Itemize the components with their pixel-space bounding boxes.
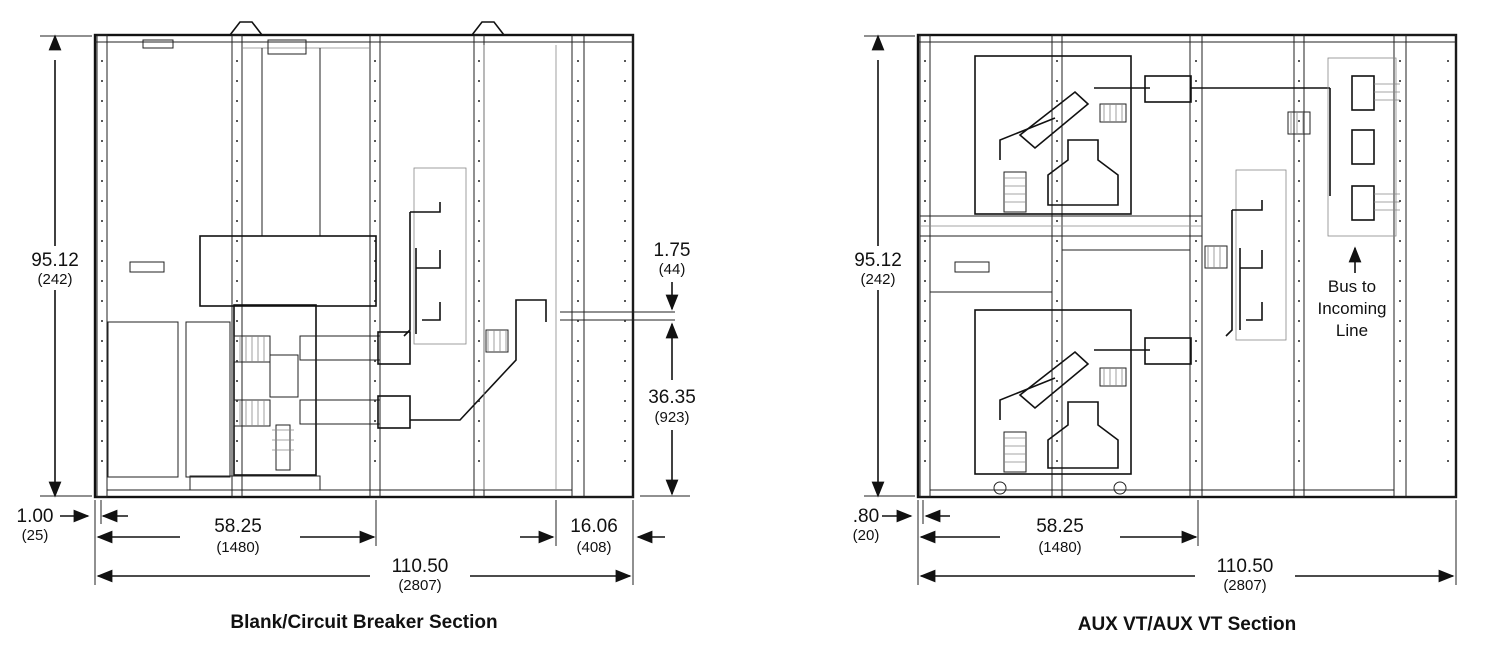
left-bus-height-inch: 36.35 <box>648 387 696 408</box>
right-bus-bars <box>1190 87 1331 341</box>
right-dimension-labels: 95.12 (242) .80 (20) 58.25 (1480) 110.50… <box>853 250 1387 635</box>
right-cabinet-outline <box>916 33 1458 499</box>
left-top-offset-mm: (44) <box>659 261 686 278</box>
left-breaker-insulators <box>233 331 411 471</box>
right-gap-inch: .80 <box>853 506 879 527</box>
right-height-mm: (242) <box>860 271 895 288</box>
left-overall-depth-mm: (2807) <box>398 577 441 594</box>
incoming-line-bushings <box>1327 57 1400 237</box>
left-section-caption: Blank/Circuit Breaker Section <box>230 612 497 633</box>
bus-note-line-3: Line <box>1336 321 1368 340</box>
right-height-inch: 95.12 <box>854 250 902 271</box>
left-top-offset-inch: 1.75 <box>654 240 691 261</box>
left-breaker-depth-mm: (1480) <box>216 539 259 556</box>
left-gap-inch: 1.00 <box>17 506 54 527</box>
right-gap-mm: (20) <box>853 527 880 544</box>
left-bus-height-mm: (923) <box>654 409 689 426</box>
left-cabinet-outline <box>93 21 675 499</box>
bus-note-line-2: Incoming <box>1318 299 1387 318</box>
left-gap-mm: (25) <box>22 527 49 544</box>
bus-note-line-1: Bus to <box>1328 277 1376 296</box>
left-height-inch: 95.12 <box>31 250 79 271</box>
right-section-caption: AUX VT/AUX VT Section <box>1078 614 1297 635</box>
left-overall-depth-inch: 110.50 <box>392 556 449 577</box>
left-post-perforations <box>101 60 626 480</box>
right-dimensions <box>864 34 1457 585</box>
left-rear-depth-inch: 16.06 <box>570 516 618 537</box>
left-dimension-labels: 95.12 (242) 1.00 (25) 58.25 (1480) 110.5… <box>17 240 696 633</box>
left-height-mm: (242) <box>37 271 72 288</box>
right-breaker-depth-mm: (1480) <box>1038 539 1081 556</box>
right-post-perforations <box>924 60 1449 480</box>
left-rear-depth-mm: (408) <box>576 539 611 556</box>
upper-vt-drawer <box>974 55 1192 215</box>
right-overall-depth-mm: (2807) <box>1223 577 1266 594</box>
left-breaker-depth-inch: 58.25 <box>214 516 262 537</box>
right-overall-depth-inch: 110.50 <box>1217 556 1274 577</box>
left-dimensions <box>40 34 690 585</box>
left-bus-bars <box>403 167 547 421</box>
lower-vt-drawer <box>974 309 1192 495</box>
right-breaker-depth-inch: 58.25 <box>1036 516 1084 537</box>
